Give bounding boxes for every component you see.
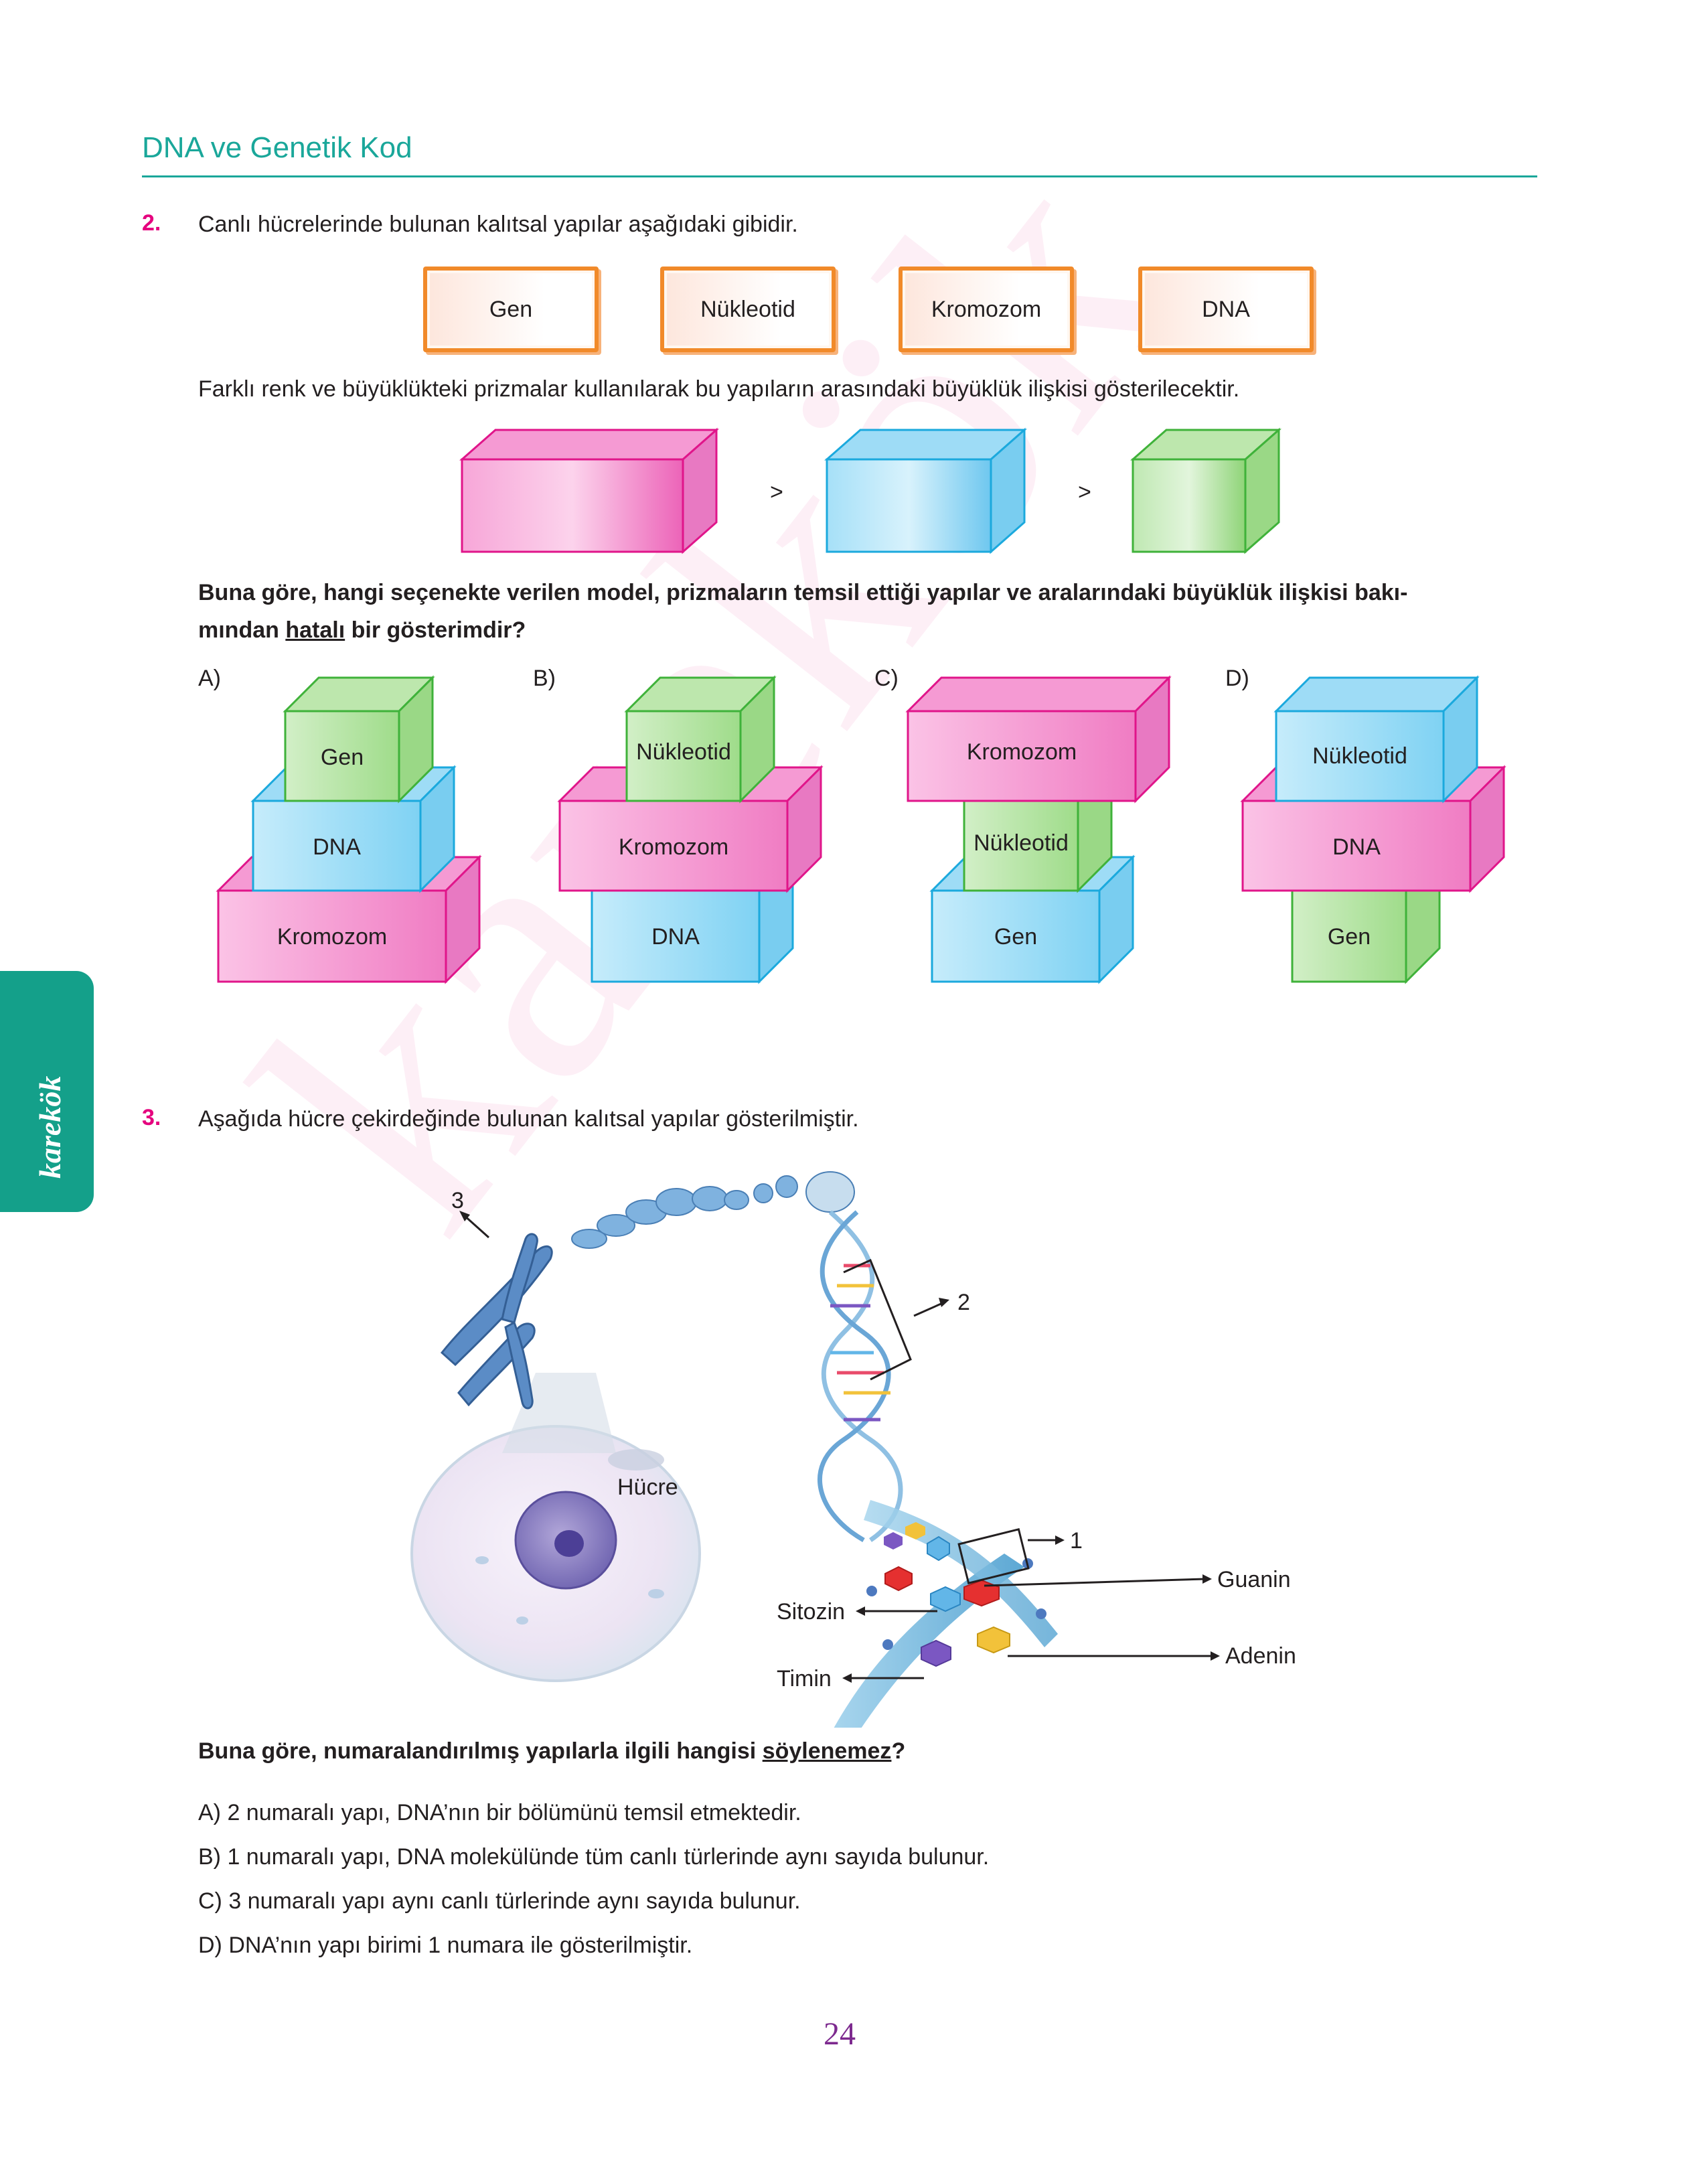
nucleotide-bases xyxy=(866,1522,1046,1667)
q3-question-post: ? xyxy=(891,1738,906,1764)
option-d-top-label: Nükleotid xyxy=(1312,743,1407,769)
q2-question-pre: mından xyxy=(198,617,286,643)
sidebar-brand-label: karekök xyxy=(33,1075,67,1179)
green-prism xyxy=(1130,427,1282,554)
label-guanin: Guanin xyxy=(1217,1567,1291,1592)
q3-question: Buna göre, numaralandırılmış yapılarla i… xyxy=(198,1738,905,1764)
q2-question-line1: Buna göre, hangi seçenekte verilen model… xyxy=(198,580,1408,605)
q2-intro: Canlı hücrelerinde bulunan kalıtsal yapı… xyxy=(198,212,798,237)
q2-prism-text: Farklı renk ve büyüklükteki prizmalar ku… xyxy=(198,376,1240,402)
section-title: DNA ve Genetik Kod xyxy=(142,131,412,164)
label-1: 1 xyxy=(1070,1528,1083,1554)
arrow-timin-head xyxy=(842,1673,852,1683)
q3-number: 3. xyxy=(142,1105,161,1130)
q3-intro: Aşağıda hücre çekirdeğinde bulunan kalıt… xyxy=(198,1106,859,1132)
arrow-adenin-head xyxy=(1211,1651,1220,1661)
label-2: 2 xyxy=(957,1290,970,1315)
option-b-top-label: Nükleotid xyxy=(636,739,731,765)
option-d-letter: D) xyxy=(1225,666,1249,691)
arrow-1-head xyxy=(1055,1535,1065,1545)
gt-sign-2: > xyxy=(1078,479,1091,505)
q2-number: 2. xyxy=(142,210,161,236)
q3-option-d: D) DNA’nın yapı birimi 1 numara ile göst… xyxy=(198,1933,693,1958)
q3-option-a: A) 2 numaralı yapı, DNA’nın bir bölümünü… xyxy=(198,1800,801,1825)
option-a-top-prism xyxy=(283,675,435,804)
option-c-letter: C) xyxy=(874,666,899,691)
option-c-top-label: Kromozom xyxy=(967,739,1077,765)
q2-option-stacks: A) Kromozom DNA Gen B) DNA Kromozom Nükl… xyxy=(198,666,1506,984)
sidebar-brand: karekök xyxy=(32,1076,68,1179)
page-number: 24 xyxy=(824,2016,856,2052)
q3-option-c: C) 3 numaralı yapı aynı canlı türlerinde… xyxy=(198,1888,801,1914)
structure-label: Gen xyxy=(489,296,533,322)
arrow-2-head xyxy=(939,1298,949,1307)
option-b-top-prism xyxy=(624,675,777,804)
header-rule xyxy=(142,175,1537,177)
pink-prism xyxy=(459,427,719,554)
gt-sign-1: > xyxy=(770,479,783,505)
option-b-middle-label: Kromozom xyxy=(619,834,728,860)
dna-double-helix xyxy=(818,1210,903,1543)
option-d-middle-label: DNA xyxy=(1332,834,1381,860)
blue-prism xyxy=(824,427,1027,554)
option-c-top-prism xyxy=(905,675,1172,804)
structure-label: Kromozom xyxy=(931,296,1042,322)
option-a-bottom-label: Kromozom xyxy=(277,924,387,950)
label-adenin: Adenin xyxy=(1225,1643,1296,1669)
structure-box-dna: DNA xyxy=(1138,267,1314,352)
cell-illustration xyxy=(410,1373,701,1682)
q3-option-b: B) 1 numaralı yapı, DNA molekülünde tüm … xyxy=(198,1844,990,1870)
label-timin: Timin xyxy=(777,1666,832,1691)
dna-figure: Hücre 3 2 xyxy=(410,1171,1296,1728)
option-d-bottom-label: Gen xyxy=(1328,924,1371,950)
label-cell: Hücre xyxy=(617,1475,678,1500)
option-a-top-label: Gen xyxy=(321,745,364,770)
q2-question-underlined: hatalı xyxy=(285,617,345,643)
structure-box-nukleotid: Nükleotid xyxy=(660,267,836,352)
label-sitozin: Sitozin xyxy=(777,1599,845,1625)
structure-box-kromozom: Kromozom xyxy=(899,267,1074,352)
option-a-middle-label: DNA xyxy=(313,834,361,860)
chromosome-illustration xyxy=(440,1233,553,1410)
arrow-guanin-head xyxy=(1202,1574,1212,1584)
option-a-letter: A) xyxy=(198,666,221,691)
box-1 xyxy=(957,1527,1030,1585)
option-c-middle-label: Nükleotid xyxy=(974,830,1069,856)
option-b-bottom-label: DNA xyxy=(651,924,700,950)
prism-size-relation: > > xyxy=(459,427,1282,554)
sidebar-tab xyxy=(0,971,94,1212)
q2-question-post: bir gösterimdir? xyxy=(345,617,526,643)
q2-question-line2: mından hatalı bir gösterimdir? xyxy=(198,617,526,644)
q3-question-underlined: söylenemez xyxy=(762,1738,892,1764)
option-c-bottom-label: Gen xyxy=(994,924,1037,950)
q3-question-pre: Buna göre, numaralandırılmış yapılarla i… xyxy=(198,1738,763,1764)
label-3: 3 xyxy=(451,1188,464,1213)
arrow-guanin xyxy=(984,1578,1206,1587)
structure-label: Nükleotid xyxy=(700,296,795,322)
bracket-2 xyxy=(843,1258,912,1381)
dna-base-rungs xyxy=(830,1264,890,1422)
arrow-3-head xyxy=(459,1211,470,1221)
structure-box-gen: Gen xyxy=(423,267,599,352)
arrow-2 xyxy=(913,1301,945,1317)
structure-label: DNA xyxy=(1202,296,1250,322)
option-d-top-prism xyxy=(1273,675,1480,804)
option-b-letter: B) xyxy=(533,666,556,691)
arrow-sitozin-head xyxy=(856,1606,865,1616)
arrow-3 xyxy=(462,1213,490,1239)
chromatin-fiber xyxy=(571,1171,855,1249)
